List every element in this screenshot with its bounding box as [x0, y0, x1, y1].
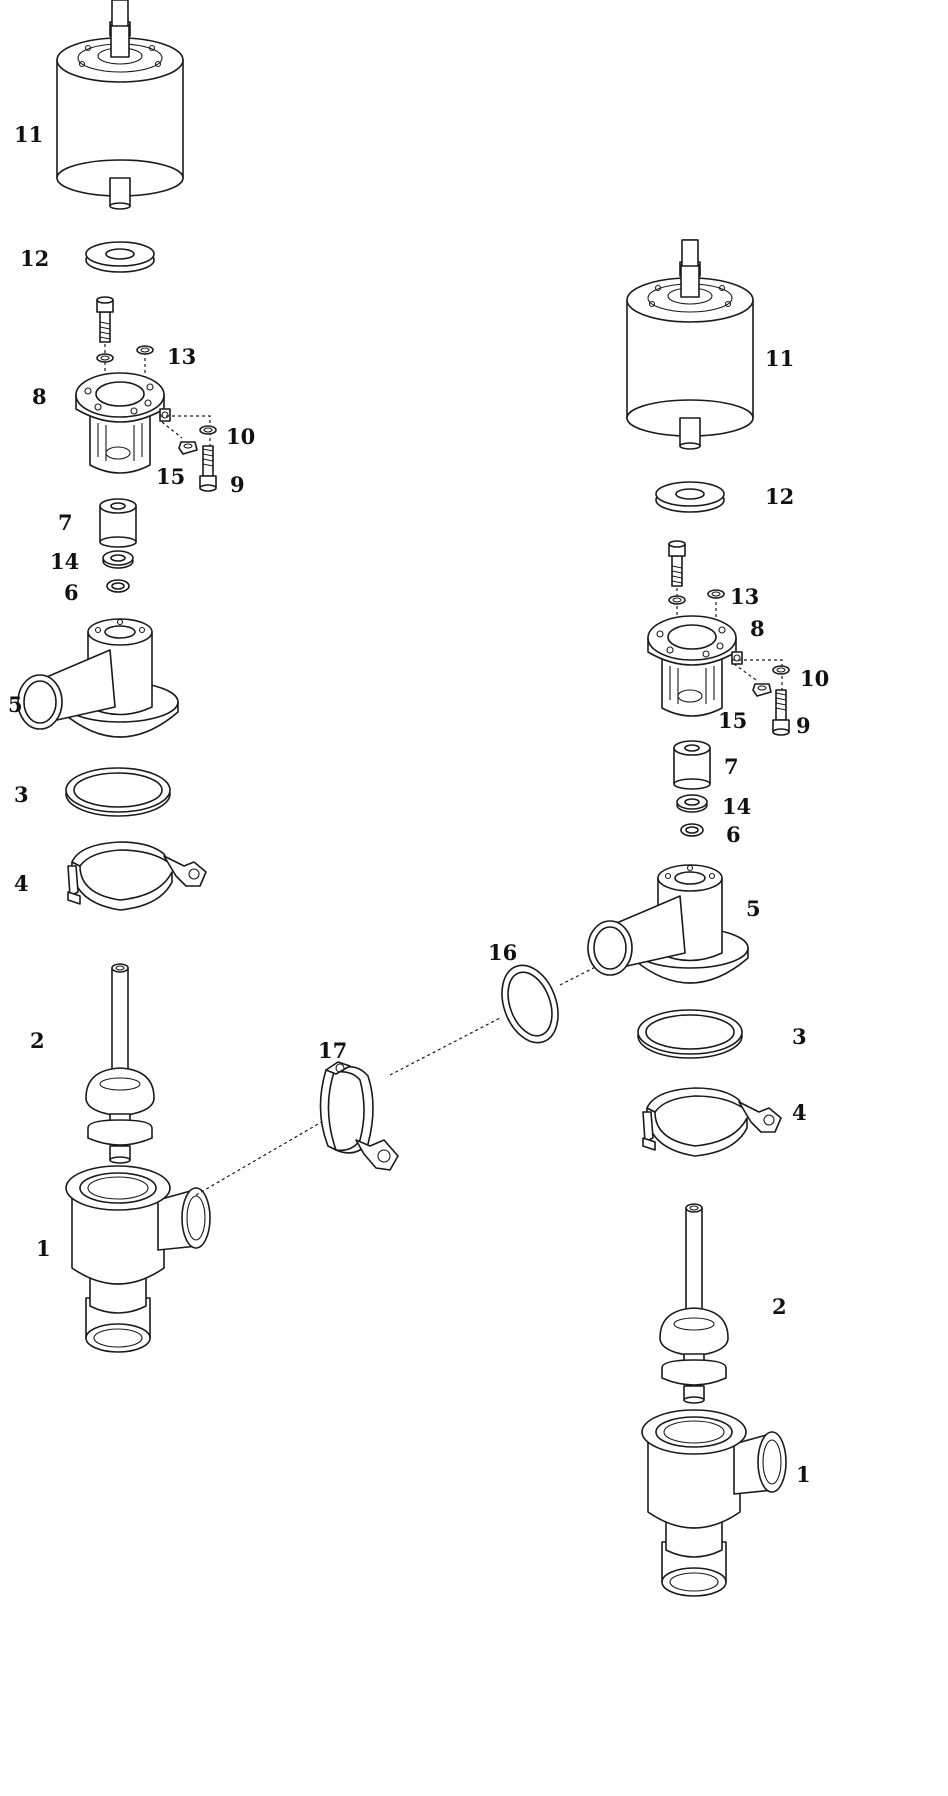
- label-right-4: 4: [792, 1100, 807, 1125]
- label-left-14: 14: [50, 549, 79, 574]
- right-assembly: [587, 239, 790, 1597]
- left-actuator: [56, 0, 184, 210]
- left-washer: [85, 241, 155, 273]
- label-right-13: 13: [730, 584, 759, 609]
- left-assembly: [17, 0, 217, 1353]
- left-yoke-bolt: [96, 296, 114, 343]
- right-yoke: [647, 615, 743, 717]
- label-left-2: 2: [30, 1028, 45, 1053]
- right-yoke-bolt: [668, 540, 686, 587]
- right-ring-6: [680, 823, 704, 837]
- label-left-15: 15: [156, 464, 185, 489]
- left-plug-2: [85, 963, 155, 1164]
- label-right-2: 2: [772, 1294, 787, 1319]
- left-bushing-7: [99, 498, 137, 548]
- label-left-4: 4: [14, 871, 29, 896]
- right-washer-10: [772, 665, 790, 675]
- label-right-11: 11: [765, 346, 794, 371]
- label-right-6: 6: [726, 822, 741, 847]
- center-clamp-17: [319, 1061, 399, 1171]
- label-left-9: 9: [230, 472, 245, 497]
- left-housing-5: [17, 618, 179, 738]
- label-left-5: 5: [8, 692, 23, 717]
- right-seal-14: [676, 794, 708, 813]
- left-body-1: [65, 1165, 211, 1353]
- left-yoke: [75, 372, 171, 474]
- right-small-ring-13: [707, 589, 725, 599]
- label-left-3: 3: [14, 782, 29, 807]
- label-right-9: 9: [796, 713, 811, 738]
- left-washer-10: [199, 425, 217, 435]
- center-ring-16: [491, 956, 569, 1052]
- right-actuator: [626, 239, 754, 450]
- label-center-16: 16: [488, 940, 517, 965]
- label-left-10: 10: [226, 424, 255, 449]
- label-left-7: 7: [58, 510, 73, 535]
- right-nut-15: [752, 683, 772, 697]
- left-small-ring-13: [136, 345, 154, 355]
- right-plug-2: [659, 1203, 729, 1404]
- label-left-6: 6: [64, 580, 79, 605]
- left-ring-6: [106, 579, 130, 593]
- left-bolt-9: [199, 445, 217, 492]
- right-washer: [655, 481, 725, 513]
- label-left-11: 11: [14, 122, 43, 147]
- label-left-1: 1: [36, 1236, 51, 1261]
- left-clamp-4: [67, 841, 207, 911]
- label-right-14: 14: [722, 794, 751, 819]
- label-left-12: 12: [20, 246, 49, 271]
- left-nut-15: [178, 441, 198, 455]
- right-gasket-3: [637, 1009, 743, 1059]
- right-small-ring-top: [668, 595, 686, 605]
- left-small-ring-top: [96, 353, 114, 363]
- label-right-10: 10: [800, 666, 829, 691]
- label-right-8: 8: [750, 616, 765, 641]
- label-left-13: 13: [167, 344, 196, 369]
- label-right-3: 3: [792, 1024, 807, 1049]
- right-bolt-9: [772, 689, 790, 736]
- label-left-8: 8: [32, 384, 47, 409]
- left-seal-14: [102, 550, 134, 569]
- right-housing-5: [587, 864, 749, 984]
- label-right-7: 7: [724, 754, 739, 779]
- label-right-5: 5: [746, 896, 761, 921]
- right-clamp-4: [642, 1087, 782, 1157]
- label-right-12: 12: [765, 484, 794, 509]
- label-right-15: 15: [718, 708, 747, 733]
- left-gasket-3: [65, 767, 171, 817]
- label-center-17: 17: [318, 1038, 347, 1063]
- label-right-1: 1: [796, 1462, 811, 1487]
- right-bushing-7: [673, 740, 711, 790]
- right-body-1: [641, 1409, 787, 1597]
